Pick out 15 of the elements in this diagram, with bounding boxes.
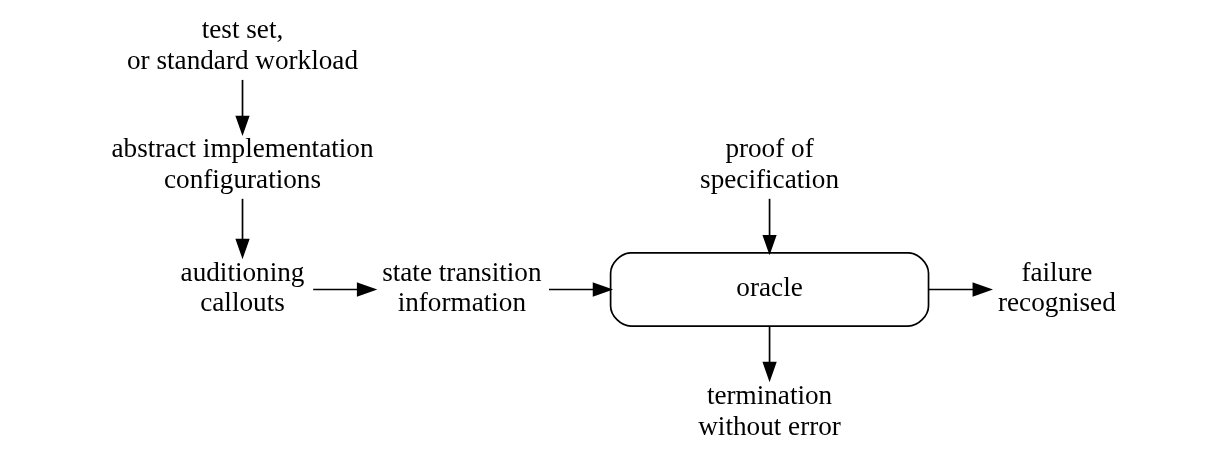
node-box: oracle: [609, 252, 929, 327]
node-text: abstract implementation configurations: [111, 133, 374, 195]
arrow: [234, 197, 250, 260]
arrow: [761, 325, 777, 383]
arrow: [927, 282, 993, 297]
node-text: proof of specification: [699, 133, 839, 195]
arrow: [547, 282, 613, 297]
node-text: test set, or standard workload: [126, 14, 358, 75]
arrow: [761, 197, 777, 256]
arrow: [234, 79, 250, 137]
node-text: failure recognised: [997, 256, 1116, 318]
node-text: auditioning callouts: [180, 256, 304, 318]
node-text: termination without error: [697, 379, 841, 441]
arrow: [311, 282, 377, 297]
node-text: state transition information: [381, 256, 541, 318]
